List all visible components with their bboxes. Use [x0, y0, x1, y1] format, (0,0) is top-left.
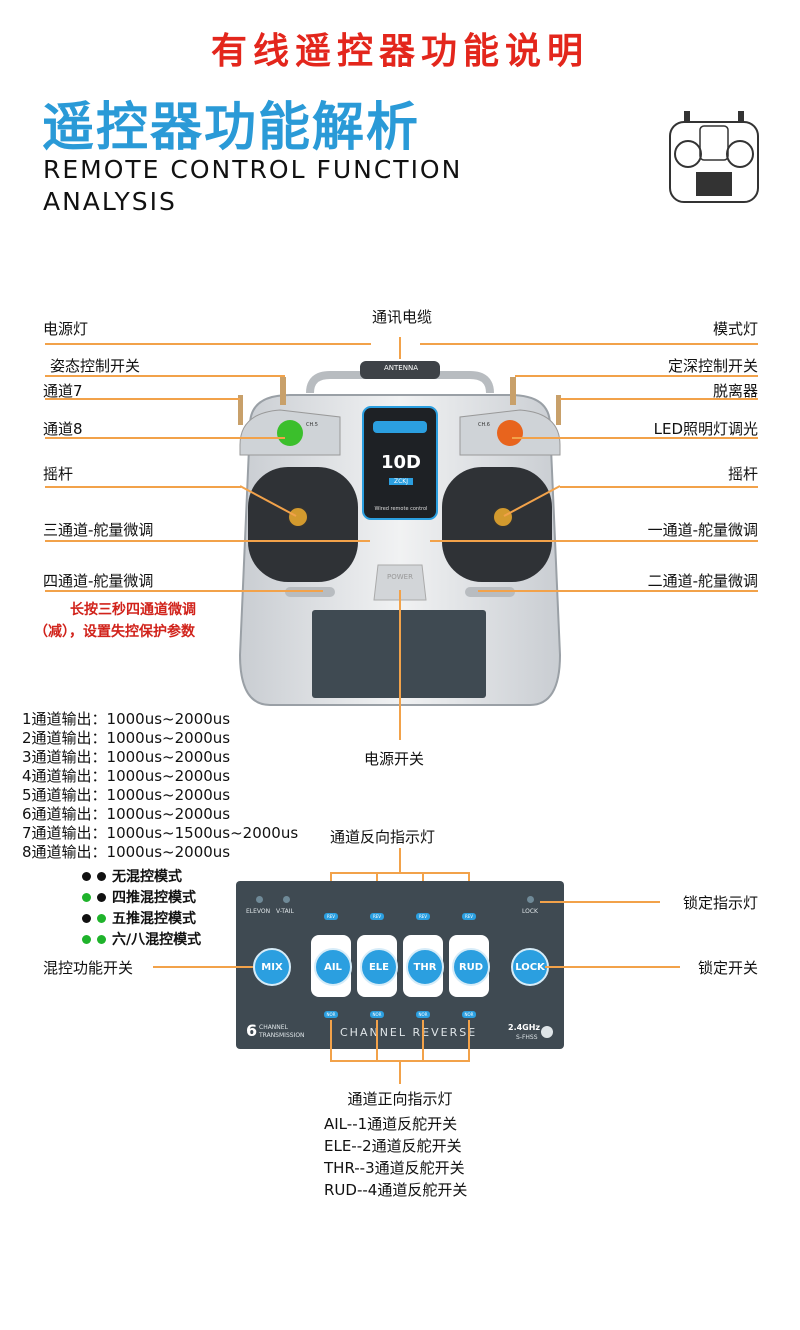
- label-mix-switch: 混控功能开关: [43, 959, 134, 977]
- label-stick-right: 摇杆: [727, 465, 758, 483]
- mix-mode-item: 五推混控模式: [82, 908, 201, 929]
- remote-thumbnail: [664, 108, 764, 213]
- channel-output-item: 4通道输出：1000us~2000us: [22, 767, 231, 785]
- label-led-dimmer: LED照明灯调光: [653, 420, 758, 438]
- label-channel8: 通道8: [43, 420, 83, 438]
- channel-output-item: 8通道输出：1000us~2000us: [22, 843, 231, 861]
- label-forward-indicator: 通道正向指示灯: [347, 1090, 453, 1108]
- label-stick-left: 摇杆: [43, 465, 74, 483]
- subtitle-line-1: REMOTE CONTROL FUNCTION: [43, 155, 463, 184]
- label-reverse-indicator: 通道反向指示灯: [330, 828, 436, 846]
- reverse-switch-item: RUD--4通道反舵开关: [324, 1181, 468, 1199]
- label-channel7: 通道7: [43, 382, 83, 400]
- transmission-word: TRANSMISSION: [259, 1032, 305, 1039]
- label-lock-indicator: 锁定指示灯: [682, 894, 758, 912]
- lock-small-label: LOCK: [522, 908, 538, 915]
- screen-model: 10D: [381, 452, 421, 473]
- label-trim-ch2: 二通道-舵量微调: [647, 572, 758, 590]
- label-trim-ch4: 四通道-舵量微调: [43, 572, 154, 590]
- channel-output-item: 7通道输出：1000us~1500us~2000us: [22, 824, 299, 842]
- reverse-switch-item: ELE--2通道反舵开关: [324, 1137, 462, 1155]
- channel-reverse-title: CHANNEL REVERSE: [340, 1026, 478, 1039]
- label-power-light: 电源灯: [43, 320, 89, 338]
- screen-brand: ZCKJ: [389, 478, 413, 485]
- fhss-label: S-FHSS: [516, 1034, 538, 1041]
- label-lock-switch: 锁定开关: [697, 959, 758, 977]
- ail-reverse-button[interactable]: AIL: [314, 948, 352, 986]
- mix-mode-legend: 无混控模式 四推混控模式 五推混控模式 六/八混控模式: [82, 866, 201, 950]
- screen-caption: Wired remote control: [374, 506, 428, 512]
- channel-reverse-panel: ELEVON V-TAIL LOCK REV REV REV REV MIX A…: [236, 881, 564, 1049]
- label-trim-ch1: 一通道-舵量微调: [647, 521, 758, 539]
- remote-controller-image: [230, 355, 570, 720]
- channel-word: CHANNEL: [259, 1024, 288, 1031]
- label-comm-cable: 通讯电缆: [372, 308, 433, 326]
- channel-output-item: 6通道输出：1000us~2000us: [22, 805, 231, 823]
- mix-mode-item: 无混控模式: [82, 866, 201, 887]
- thr-reverse-button[interactable]: THR: [406, 948, 444, 986]
- lock-button[interactable]: LOCK: [511, 948, 549, 986]
- rev-indicator-ail: REV: [324, 913, 338, 920]
- label-trim-ch3: 三通道-舵量微调: [43, 521, 154, 539]
- label-attitude-switch: 姿态控制开关: [50, 357, 141, 375]
- failsafe-note-line1: 长按三秒四通道微调: [70, 602, 196, 618]
- page-title: 遥控器功能解析: [42, 98, 421, 158]
- rev-indicator-rud: REV: [462, 913, 476, 920]
- ele-reverse-button[interactable]: ELE: [360, 948, 398, 986]
- ch5-label: CH.5: [306, 422, 318, 428]
- channel-output-list: 1通道输出：1000us~2000us 2通道输出：1000us~2000us …: [22, 710, 298, 862]
- power-label: POWER: [387, 573, 413, 581]
- rud-reverse-button[interactable]: RUD: [452, 948, 490, 986]
- channel-count: 6: [246, 1021, 258, 1040]
- nor-indicator-ele: NOR: [370, 1011, 384, 1018]
- channel-output-item: 1通道输出：1000us~2000us: [22, 710, 231, 728]
- wireless-icon: [541, 1026, 553, 1038]
- rev-indicator-ele: REV: [370, 913, 384, 920]
- nor-indicator-rud: NOR: [462, 1011, 476, 1018]
- nor-indicator-ail: NOR: [324, 1011, 338, 1018]
- rev-indicator-thr: REV: [416, 913, 430, 920]
- vtail-label: V-TAIL: [276, 908, 294, 915]
- subtitle-line-2: ANALYSIS: [43, 187, 177, 216]
- channel-output-item: 3通道输出：1000us~2000us: [22, 748, 231, 766]
- elevon-label: ELEVON: [246, 908, 271, 915]
- frequency-label: 2.4GHz: [508, 1023, 541, 1032]
- channel-output-item: 2通道输出：1000us~2000us: [22, 729, 231, 747]
- reverse-switch-item: THR--3通道反舵开关: [324, 1159, 465, 1177]
- stick-leader-lines: [240, 485, 560, 517]
- page-top-title: 有线遥控器功能说明: [210, 31, 589, 72]
- reverse-switch-item: AIL--1通道反舵开关: [324, 1115, 458, 1133]
- reverse-switch-list: AIL--1通道反舵开关 ELE--2通道反舵开关 THR--3通道反舵开关 R…: [324, 1113, 467, 1201]
- label-release: 脱离器: [712, 382, 758, 400]
- nor-indicator-thr: NOR: [416, 1011, 430, 1018]
- ch6-label: CH.6: [478, 422, 490, 428]
- failsafe-note-line2: （减），设置失控保护参数: [34, 624, 195, 640]
- label-mode-light: 模式灯: [712, 320, 758, 338]
- antenna-label: ANTENNA: [384, 364, 418, 372]
- mix-mode-item: 四推混控模式: [82, 887, 201, 908]
- mix-button[interactable]: MIX: [253, 948, 291, 986]
- channel-output-item: 5通道输出：1000us~2000us: [22, 786, 231, 804]
- label-power-switch: 电源开关: [364, 750, 425, 768]
- mix-mode-item: 六/八混控模式: [82, 929, 201, 950]
- label-depth-switch: 定深控制开关: [667, 357, 758, 375]
